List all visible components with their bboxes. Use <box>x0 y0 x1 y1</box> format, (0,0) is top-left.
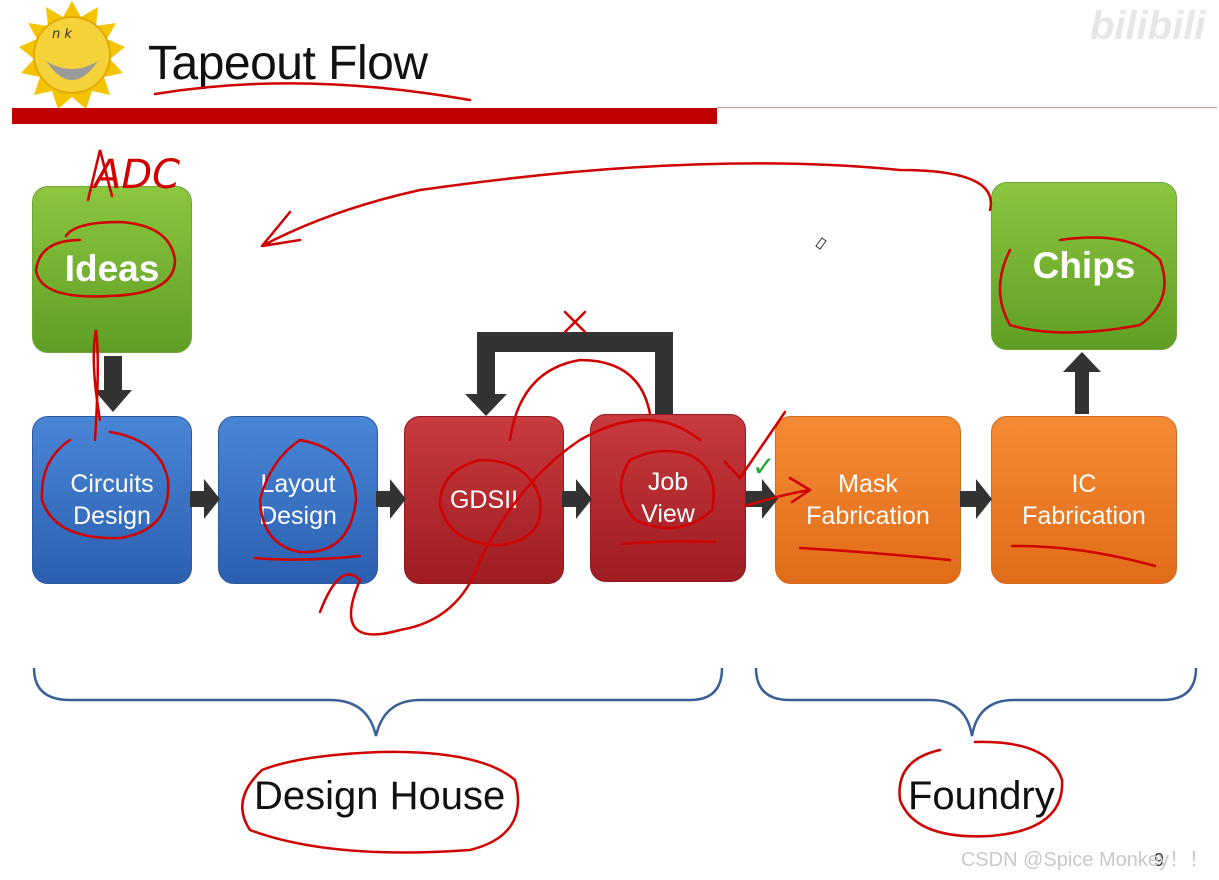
jobview-label-1: Job <box>647 467 689 496</box>
bilibili-watermark: bilibili <box>1090 4 1206 48</box>
arrow-circuits-to-layout <box>190 479 220 519</box>
ic-label-1: IC <box>1071 469 1097 498</box>
slide-title: Tapeout Flow <box>148 37 428 90</box>
pencil-cursor-icon <box>815 237 827 250</box>
arrow-layout-to-gdsii <box>376 479 406 519</box>
check-mark-icon: ✓ <box>752 450 775 483</box>
title-rule <box>717 107 1217 108</box>
brace-design-house <box>32 667 724 737</box>
arrow-gdsii-to-jobview <box>562 479 592 519</box>
logo-letters: n k <box>52 27 72 42</box>
arrow-ic-to-chips <box>1063 352 1101 414</box>
ic-fabrication-box: IC Fabrication <box>991 416 1177 584</box>
chips-box: Chips <box>991 182 1177 350</box>
page-number: 9 <box>1154 850 1165 870</box>
layout-label-2: Design <box>259 502 337 530</box>
mask-fabrication-box: Mask Fabrication <box>775 416 961 584</box>
circuits-design-box: Circuits Design <box>32 416 192 584</box>
arrow-mask-to-ic <box>960 479 992 519</box>
foundry-label: Foundry <box>908 774 1055 818</box>
brace-foundry <box>754 667 1198 737</box>
jobview-label-2: View <box>641 500 695 528</box>
ideas-label: Ideas <box>64 248 160 290</box>
title-underline-bar <box>12 108 717 124</box>
circuits-label-1: Circuits <box>70 469 154 498</box>
arrow-jobview-back-to-gdsii <box>465 332 673 416</box>
mask-label-1: Mask <box>838 469 898 498</box>
job-view-box: Job View <box>590 414 746 582</box>
chips-label: Chips <box>1032 244 1136 286</box>
arrow-ideas-to-circuits <box>94 356 132 412</box>
circuits-label-2: Design <box>73 502 151 530</box>
layout-label-1: Layout <box>260 469 336 498</box>
csdn-watermark: CSDN @Spice Monkey！！ <box>960 849 1209 871</box>
ideas-box: Ideas <box>32 186 192 353</box>
gdsii-label: GDSII <box>449 485 519 514</box>
gdsii-box: GDSII <box>404 416 564 584</box>
design-house-label: Design House <box>254 774 506 818</box>
arrow-jobview-to-mask <box>746 479 778 519</box>
handwritten-adc: ADC <box>91 152 180 198</box>
mask-label-2: Fabrication <box>806 502 930 530</box>
ic-label-2: Fabrication <box>1022 502 1146 530</box>
sun-logo: n k <box>19 1 125 109</box>
